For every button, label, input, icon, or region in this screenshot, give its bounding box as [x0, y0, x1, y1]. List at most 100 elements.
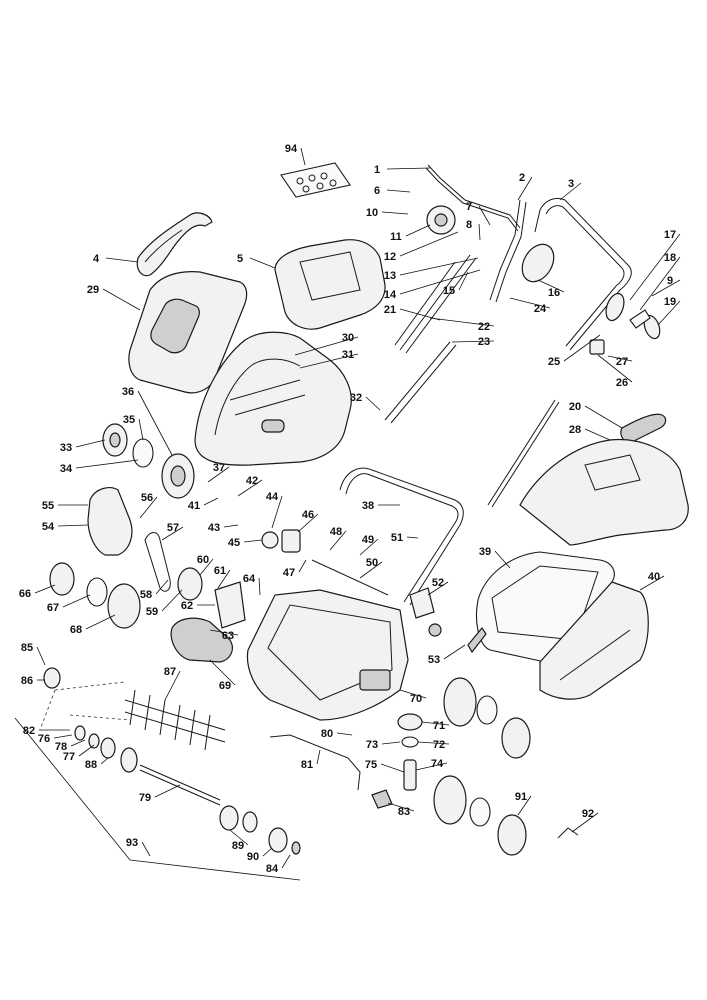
part-89-bearing — [219, 805, 258, 833]
part-67-wheel-hub — [86, 577, 108, 607]
leader-line-36 — [137, 390, 173, 456]
leader-line-2 — [517, 176, 533, 201]
leader-line-94 — [300, 147, 306, 166]
part-label-43: 43 — [208, 522, 220, 534]
part-3-upper-handle — [534, 197, 632, 351]
leader-line-20 — [584, 405, 623, 429]
leader-line-44 — [271, 495, 283, 529]
leader-line-85 — [36, 646, 46, 666]
leader-line-67 — [62, 594, 91, 608]
leader-line-74 — [415, 762, 448, 771]
part-23-connecting-rod — [384, 341, 457, 424]
part-label-26: 26 — [616, 377, 628, 389]
part-71-adjuster — [397, 713, 423, 791]
part-label-6: 6 — [374, 185, 380, 197]
leader-line-22 — [429, 317, 495, 327]
part-label-16: 16 — [548, 287, 560, 299]
part-label-34: 34 — [60, 463, 73, 475]
part-label-40: 40 — [648, 571, 660, 583]
part-35-wheel-hub — [132, 438, 154, 468]
part-label-38: 38 — [362, 500, 374, 512]
part-label-51: 51 — [391, 532, 403, 544]
part-rod-right — [487, 399, 560, 508]
leader-line-63 — [209, 629, 239, 636]
leader-line-6 — [386, 189, 411, 193]
part-label-18: 18 — [664, 252, 676, 264]
part-label-52: 52 — [432, 577, 444, 589]
leader-line-33 — [75, 439, 106, 448]
part-label-42: 42 — [246, 475, 258, 487]
leader-line-80 — [336, 732, 353, 736]
leader-line-14 — [399, 269, 481, 295]
leader-line-52 — [427, 581, 449, 596]
leader-line-26 — [597, 354, 633, 383]
part-66-wheel-cap — [49, 562, 75, 596]
part-5-motor-cover — [274, 239, 386, 330]
leader-line-90 — [262, 847, 273, 857]
part-label-72: 72 — [433, 739, 445, 751]
part-label-54: 54 — [42, 521, 55, 533]
leader-line-59 — [161, 589, 183, 612]
part-17-clamp-knob — [605, 292, 625, 322]
leader-line-43 — [223, 524, 239, 528]
leader-line-89 — [229, 829, 249, 846]
part-28-grass-box-lid — [519, 438, 689, 546]
part-label-70: 70 — [410, 693, 422, 705]
part-label-55: 55 — [42, 500, 54, 512]
part-53-grip — [467, 626, 487, 654]
part-label-88: 88 — [85, 759, 97, 771]
part-1-handle-lever — [425, 164, 521, 232]
leader-line-49 — [359, 538, 379, 556]
leader-line-12 — [399, 231, 459, 257]
part-label-31: 31 — [342, 349, 354, 361]
part-63-roller-cover — [170, 617, 233, 663]
part-92-allen-key — [557, 827, 579, 839]
part-87-scarifier-roller — [124, 689, 226, 751]
part-label-11: 11 — [390, 231, 402, 243]
part-94-screw-kit — [280, 162, 351, 198]
part-label-33: 33 — [60, 442, 72, 454]
part-label-24: 24 — [534, 303, 547, 315]
part-33-wheel-cap — [102, 423, 128, 457]
part-label-19: 19 — [664, 296, 676, 308]
leader-line-15 — [458, 271, 469, 291]
leader-line-42 — [237, 479, 263, 497]
part-label-92: 92 — [582, 808, 594, 820]
part-label-49: 49 — [362, 534, 374, 546]
leader-line-3 — [559, 182, 582, 201]
part-2-lower-handle — [489, 199, 527, 303]
part-label-63: 63 — [222, 630, 234, 642]
part-label-93: 93 — [126, 837, 138, 849]
part-label-79: 79 — [139, 792, 151, 804]
part-79-shaft — [74, 725, 221, 806]
leader-line-31 — [299, 353, 359, 369]
part-86-bearing-housing — [43, 667, 61, 689]
leader-line-57 — [161, 526, 184, 541]
part-29-top-cover — [128, 271, 248, 394]
leader-line-71 — [421, 721, 450, 726]
part-11-handle-knob — [426, 205, 456, 235]
part-label-66: 66 — [19, 588, 31, 600]
part-26-clip — [589, 339, 605, 355]
leader-line-77 — [78, 744, 95, 757]
part-label-64: 64 — [243, 573, 256, 585]
leader-line-35 — [138, 418, 144, 441]
part-label-85: 85 — [21, 642, 33, 654]
part-label-29: 29 — [87, 284, 99, 296]
part-label-27: 27 — [616, 356, 628, 368]
part-label-3: 3 — [568, 178, 574, 190]
leader-line-64 — [258, 577, 261, 596]
leader-line-87 — [164, 670, 181, 701]
leader-line-53 — [443, 644, 466, 660]
leader-line-79 — [154, 784, 181, 798]
leader-line-5 — [249, 257, 276, 269]
part-label-56: 56 — [141, 492, 153, 504]
part-label-9: 9 — [667, 275, 673, 287]
leader-line-54 — [57, 524, 89, 527]
leader-line-78 — [70, 739, 86, 747]
part-label-47: 47 — [283, 567, 295, 579]
part-label-41: 41 — [188, 500, 200, 512]
part-52-bracket — [409, 587, 442, 637]
part-label-2: 2 — [519, 172, 525, 184]
